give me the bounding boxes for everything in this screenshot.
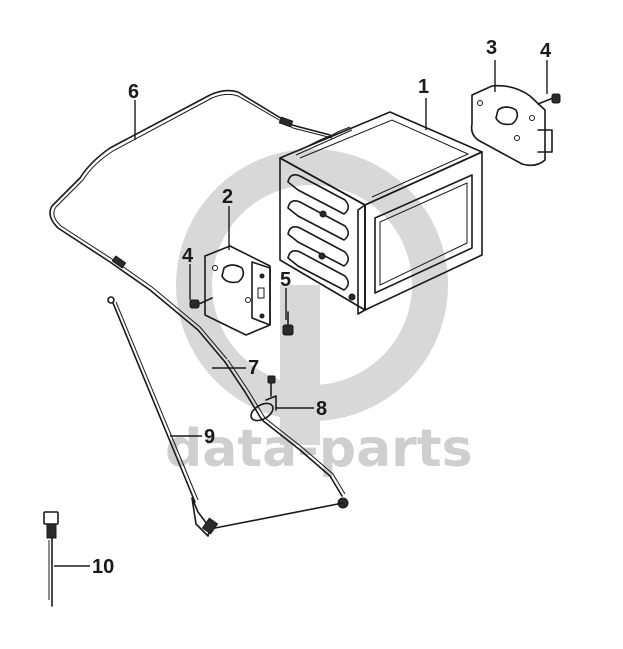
- callout-10: 10: [92, 556, 114, 578]
- callout-3: 3: [486, 37, 497, 59]
- bracket-right-part-3: [470, 84, 553, 167]
- callout-labels: 1 2 3 4 4 5 6 7 8 9 10: [92, 37, 552, 578]
- head-unit-part-1: [279, 111, 483, 315]
- watermark: data-parts: [165, 149, 473, 479]
- callout-8: 8: [316, 398, 327, 420]
- bolt-part-5: [282, 311, 294, 336]
- callout-6: 6: [128, 81, 139, 103]
- callout-5: 5: [280, 269, 291, 291]
- callout-4-left: 4: [182, 245, 194, 267]
- callout-9: 9: [204, 426, 215, 448]
- callout-1: 1: [418, 76, 429, 98]
- callout-2: 2: [222, 186, 233, 208]
- clip-part-8: [250, 375, 277, 422]
- antenna-part-9: [107, 296, 219, 537]
- screw-part-4-left: [189, 297, 213, 309]
- cable-tie-part-10: [43, 511, 59, 607]
- leader-lines: [54, 60, 548, 567]
- bracket-left-part-2: [204, 245, 271, 336]
- callout-4-top: 4: [540, 40, 552, 62]
- cable-part-7: [214, 359, 349, 529]
- watermark-text: data-parts: [165, 419, 473, 479]
- screw-part-4-top: [537, 93, 561, 105]
- cable-part-6: [49, 89, 333, 363]
- callout-7: 7: [248, 357, 259, 379]
